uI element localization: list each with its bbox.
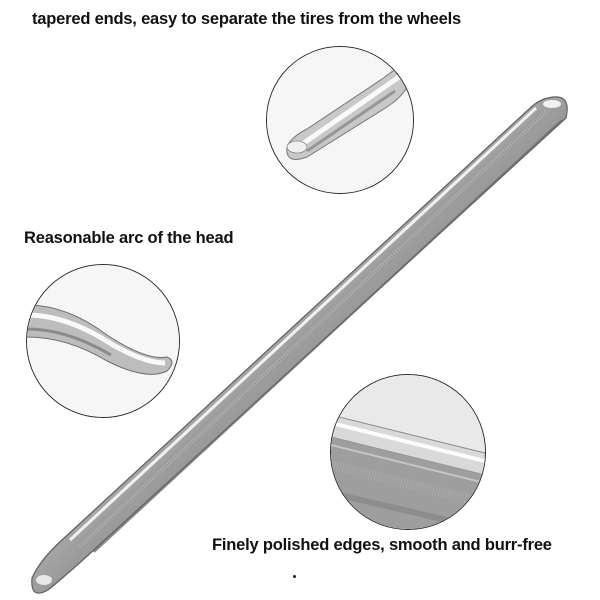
- lever-highlight: [68, 106, 538, 542]
- lever-tip: [36, 575, 52, 585]
- detail-inset-polished-edge: [330, 374, 486, 530]
- detail-inset-head-arc: [26, 264, 180, 418]
- caption-head-arc: Reasonable arc of the head: [24, 229, 234, 247]
- lever-head: [543, 100, 561, 108]
- detail-inset-tapered-end: [266, 46, 414, 194]
- decorative-dot: [293, 575, 296, 578]
- caption-polished-edges: Finely polished edges, smooth and burr-f…: [212, 536, 552, 554]
- caption-tapered-ends: tapered ends, easy to separate the tires…: [32, 10, 461, 28]
